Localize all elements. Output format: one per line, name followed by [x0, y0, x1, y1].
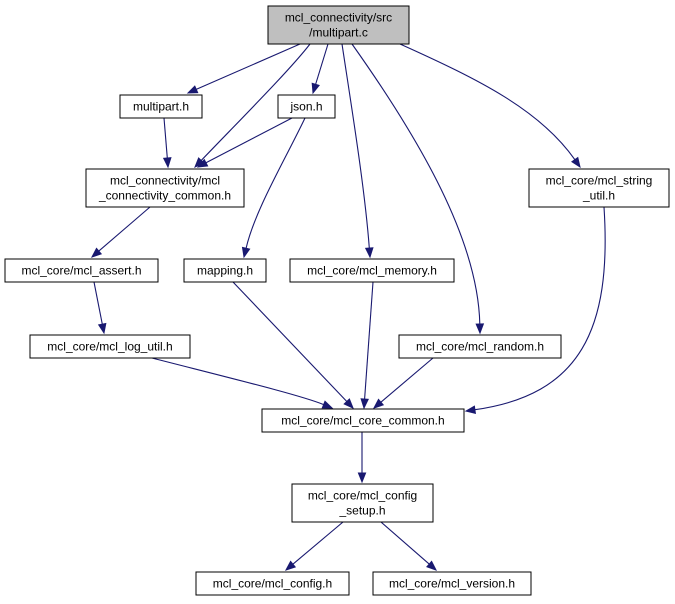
node-label: mcl_core/mcl_memory.h: [307, 264, 437, 278]
node-version-h[interactable]: mcl_core/mcl_version.h: [372, 571, 532, 596]
node-label: mcl_core/mcl_core_common.h: [281, 414, 444, 428]
arrowhead-random_h-to-core_common_h: [372, 398, 385, 409]
edge-multipart_c-to-string_util_h: [399, 43, 576, 160]
node-label: mcl_core/mcl_config.h: [213, 577, 332, 591]
arrowhead-conn_common_h-to-assert_h: [90, 247, 103, 258]
node-label: mcl_core/mcl_assert.h: [21, 264, 141, 278]
edges-layer: [90, 43, 606, 571]
node-config-setup-h[interactable]: mcl_core/mcl_config_setup.h: [291, 483, 434, 523]
arrowhead-log_util_h-to-core_common_h: [321, 400, 334, 409]
edge-multipart_c-to-random_h: [351, 43, 481, 325]
arrowhead-json_h-to-conn_common_h: [196, 158, 209, 168]
node-string-util-h[interactable]: mcl_core/mcl_string_util.h: [528, 168, 670, 208]
node-memory-h[interactable]: mcl_core/mcl_memory.h: [289, 258, 455, 283]
node-box[interactable]: [119, 94, 203, 119]
node-core-common-h[interactable]: mcl_core/mcl_core_common.h: [261, 408, 465, 433]
node-box[interactable]: [183, 258, 267, 283]
node-random-h[interactable]: mcl_core/mcl_random.h: [398, 334, 562, 359]
edge-mapping_h-to-core_common_h: [232, 281, 348, 402]
node-multipart-h[interactable]: multipart.h: [119, 94, 203, 119]
edge-string_util_h-to-core_common_h: [474, 206, 606, 411]
node-label: mcl_core/mcl_random.h: [416, 340, 544, 354]
arrowhead-config_setup_h-to-version_h: [426, 560, 438, 571]
node-label: multipart.h: [133, 100, 189, 114]
node-label: mcl_core/mcl_string: [546, 174, 653, 188]
arrowhead-string_util_h-to-core_common_h: [464, 405, 476, 414]
node-box[interactable]: [528, 168, 670, 208]
edge-config_setup_h-to-version_h: [380, 521, 430, 565]
node-label: mapping.h: [197, 264, 253, 278]
arrowhead-multipart_c-to-json_h: [311, 82, 320, 95]
arrowhead-json_h-to-mapping_h: [241, 246, 251, 259]
edge-multipart_c-to-json_h: [315, 43, 329, 85]
node-label: _setup.h: [338, 504, 385, 518]
node-box[interactable]: [277, 94, 336, 119]
edge-config_setup_h-to-config_h: [292, 521, 344, 565]
node-box[interactable]: [398, 334, 562, 359]
node-box[interactable]: [291, 483, 434, 523]
node-box[interactable]: [267, 5, 410, 45]
node-box[interactable]: [29, 334, 191, 359]
arrowhead-assert_h-to-log_util_h: [97, 322, 107, 335]
node-box[interactable]: [4, 258, 159, 283]
edge-multipart_h-to-conn_common_h: [163, 117, 168, 159]
node-mapping-h[interactable]: mapping.h: [183, 258, 267, 283]
edge-log_util_h-to-core_common_h: [151, 357, 324, 406]
edge-multipart_c-to-memory_h: [341, 43, 370, 249]
node-label: _util.h: [582, 189, 615, 203]
nodes-layer: mcl_connectivity/src/multipart.c multipar…: [4, 5, 670, 596]
node-label: _connectivity_common.h: [98, 189, 231, 203]
node-log-util-h[interactable]: mcl_core/mcl_log_util.h: [29, 334, 191, 359]
node-multipart-c[interactable]: mcl_connectivity/src/multipart.c: [267, 5, 410, 45]
arrowhead-multipart_c-to-random_h: [475, 323, 485, 335]
node-label: /multipart.c: [309, 26, 368, 40]
edge-json_h-to-conn_common_h: [205, 117, 293, 164]
arrowhead-multipart_h-to-conn_common_h: [162, 157, 172, 169]
arrowhead-mapping_h-to-core_common_h: [343, 398, 354, 409]
arrowhead-memory_h-to-core_common_h: [360, 398, 369, 410]
node-assert-h[interactable]: mcl_core/mcl_assert.h: [4, 258, 159, 283]
node-box[interactable]: [261, 408, 465, 433]
edge-memory_h-to-core_common_h: [364, 281, 374, 400]
edge-multipart_c-to-conn_common_h: [200, 43, 311, 161]
node-json-h[interactable]: json.h: [277, 94, 336, 119]
node-label: mcl_core/mcl_config: [308, 489, 417, 503]
edge-json_h-to-mapping_h: [245, 117, 306, 249]
node-box[interactable]: [85, 168, 245, 208]
node-box[interactable]: [195, 571, 350, 596]
arrowhead-multipart_c-to-multipart_h: [186, 85, 199, 94]
arrowhead-multipart_c-to-memory_h: [364, 247, 374, 259]
node-label: mcl_core/mcl_version.h: [389, 577, 515, 591]
arrowhead-config_setup_h-to-config_h: [284, 560, 297, 571]
edge-multipart_c-to-multipart_h: [195, 43, 301, 90]
arrowhead-multipart_c-to-string_util_h: [571, 156, 581, 169]
arrowhead-core_common_h-to-config_setup_h: [357, 472, 367, 484]
node-label: json.h: [289, 100, 322, 114]
node-box[interactable]: [289, 258, 455, 283]
node-label: mcl_connectivity/src: [285, 11, 392, 25]
node-label: mcl_connectivity/mcl: [110, 174, 220, 188]
node-label: mcl_core/mcl_log_util.h: [47, 340, 172, 354]
node-config-h[interactable]: mcl_core/mcl_config.h: [195, 571, 350, 596]
edge-random_h-to-core_common_h: [380, 357, 434, 403]
node-box[interactable]: [372, 571, 532, 596]
edge-conn_common_h-to-assert_h: [98, 206, 151, 252]
edge-assert_h-to-log_util_h: [93, 281, 103, 325]
node-conn-common-h[interactable]: mcl_connectivity/mcl_connectivity_common…: [85, 168, 245, 208]
